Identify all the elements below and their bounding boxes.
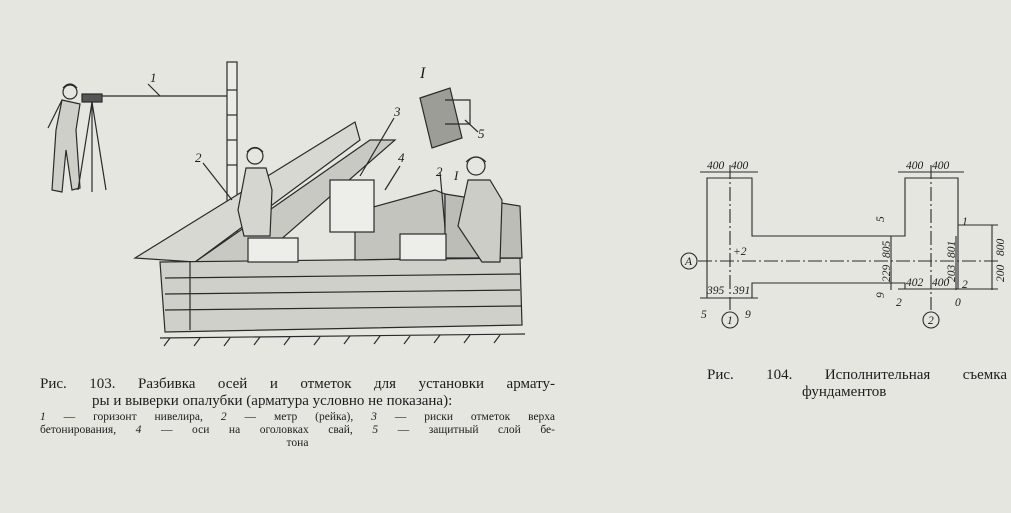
dev-9-mid: 9 bbox=[875, 292, 887, 298]
level-instrument-tripod bbox=[77, 93, 107, 192]
caption-103-line-2: ры и выверки опалубки (арматура условно … bbox=[92, 393, 453, 410]
callout-4: 4 bbox=[398, 150, 405, 165]
callout-I-detail: I bbox=[419, 65, 426, 82]
axis-A-bubble bbox=[680, 252, 698, 270]
pile-head-1 bbox=[247, 237, 299, 263]
surveyor-figure-left bbox=[47, 83, 81, 193]
axis-2-bubble bbox=[922, 311, 940, 329]
callout-1: 1 bbox=[150, 70, 157, 85]
callout-5: 5 bbox=[478, 126, 485, 141]
ground-hatching bbox=[159, 333, 526, 347]
callout-2b: 2 bbox=[436, 164, 443, 179]
dev-0-bottom: 0 bbox=[955, 297, 961, 309]
dev-9-left: 9 bbox=[745, 309, 751, 321]
dim-vert-far-a: 800 bbox=[995, 239, 1007, 257]
dim-vert-right-a: 801 bbox=[946, 241, 958, 258]
figure-104-caption: Рис. 104. Исполнительная съемка фундамен… bbox=[707, 367, 1007, 402]
axis-1-label: 1 bbox=[727, 315, 733, 327]
legend-103-line-1: 1 — горизонт нивелира, 2 — метр (рейка),… bbox=[40, 410, 555, 423]
label-plus-2: +2 bbox=[733, 246, 747, 258]
axis-1-bubble bbox=[721, 311, 739, 329]
dim-top-left-b: 400 bbox=[731, 160, 749, 172]
dim-top-left-a: 400 bbox=[707, 160, 725, 172]
dim-bottom-right-b: 400 bbox=[932, 277, 950, 289]
dim-top-right-b: 400 bbox=[932, 160, 950, 172]
dim-top-right-a: 400 bbox=[906, 160, 924, 172]
dev-5-top: 5 bbox=[875, 216, 887, 222]
dev-2-bottom: 2 bbox=[896, 297, 902, 309]
axis-2-label: 2 bbox=[928, 315, 934, 327]
caption-104-line-1: Рис. 104. Исполнительная съемка bbox=[707, 367, 1007, 383]
dev-5-left: 5 bbox=[701, 309, 707, 321]
dev-2-right: 2 bbox=[962, 279, 968, 291]
legend-103-line-3: тона bbox=[286, 436, 309, 449]
dim-vert-left-a: 805 bbox=[881, 241, 893, 259]
figure-103-illustration: 1 2 3 4 2 I I 5 bbox=[47, 61, 526, 347]
dim-bottom-left-a: 395 bbox=[706, 285, 725, 297]
pile-head-3 bbox=[399, 233, 447, 261]
callout-2a: 2 bbox=[195, 150, 202, 165]
pile-head-2 bbox=[329, 179, 375, 233]
caption-103-line-1: Рис. 103. Разбивка осей и отметок для ус… bbox=[40, 376, 555, 392]
dim-bottom-right-a: 402 bbox=[906, 277, 924, 289]
dim-vert-right-b: 203 bbox=[946, 265, 958, 283]
legend-103-line-2: бетонирования, 4 — оси на оголовках свай… bbox=[40, 423, 555, 436]
callout-I-small: I bbox=[453, 168, 459, 183]
detail-I-box bbox=[419, 87, 471, 149]
callout-3: 3 bbox=[393, 104, 401, 119]
worker-figure-right bbox=[457, 156, 503, 263]
worker-figure-center bbox=[237, 146, 273, 237]
dim-vert-left-b: 229 bbox=[881, 265, 893, 283]
axis-A-label: A bbox=[684, 256, 693, 268]
caption-104-line-2: фундаментов bbox=[802, 384, 887, 401]
dim-bottom-left-b: 391 bbox=[732, 285, 750, 297]
dev-1-right: 1 bbox=[962, 216, 968, 228]
dim-vert-far-b: 200 bbox=[995, 265, 1007, 283]
figure-103-caption: Рис. 103. Разбивка осей и отметок для ус… bbox=[40, 376, 555, 450]
